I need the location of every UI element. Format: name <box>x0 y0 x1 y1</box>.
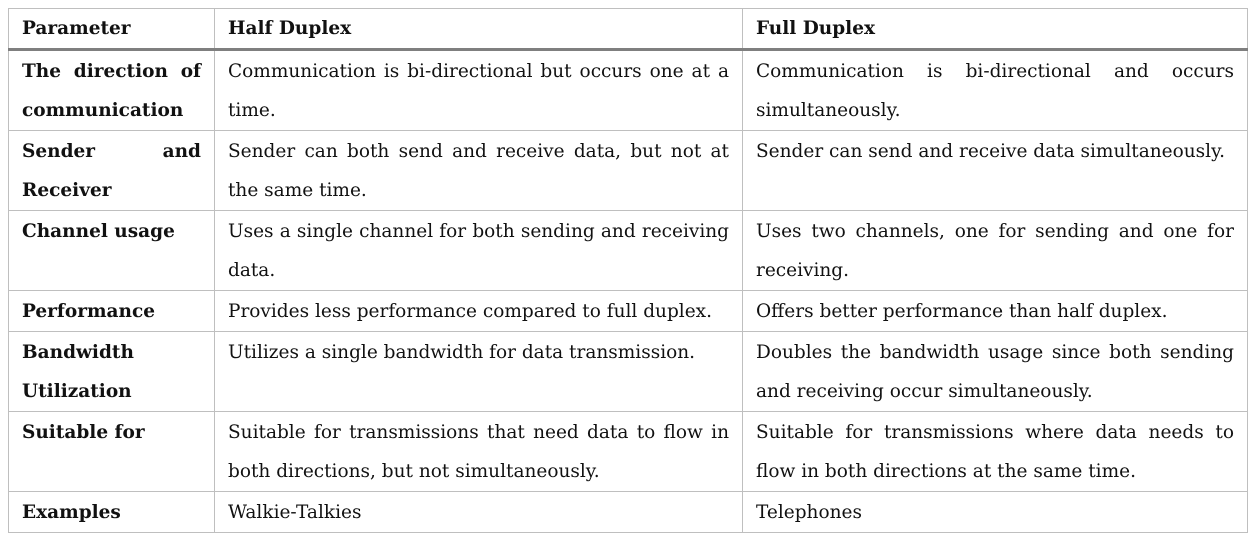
table-row: Examples Walkie-Talkies Telephones <box>8 491 1248 533</box>
row-half-duplex: Walkie-Talkies <box>214 491 743 533</box>
row-half-duplex: Communication is bi-directional but occu… <box>214 49 743 131</box>
table-row: Sender and Receiver Sender can both send… <box>8 130 1248 211</box>
row-parameter: Examples <box>8 491 215 533</box>
row-parameter: The direction of communication <box>8 49 215 131</box>
row-full-duplex: Communication is bi-directional and occu… <box>742 49 1248 131</box>
table-body: The direction of communication Communica… <box>8 49 1248 533</box>
table-header: Parameter Half Duplex Full Duplex <box>8 8 1248 51</box>
table-row: Channel usage Uses a single channel for … <box>8 210 1248 291</box>
row-parameter: Sender and Receiver <box>8 130 215 211</box>
row-full-duplex: Offers better performance than half dupl… <box>742 290 1248 332</box>
header-row: Parameter Half Duplex Full Duplex <box>8 8 1248 51</box>
row-full-duplex: Suitable for transmissions where data ne… <box>742 411 1248 492</box>
row-half-duplex: Suitable for transmissions that need dat… <box>214 411 743 492</box>
row-half-duplex: Provides less performance compared to fu… <box>214 290 743 332</box>
table-row: Performance Provides less performance co… <box>8 290 1248 332</box>
header-full-duplex: Full Duplex <box>742 8 1248 51</box>
table-row: Suitable for Suitable for transmissions … <box>8 411 1248 492</box>
row-parameter: Bandwidth Utilization <box>8 331 215 412</box>
comparison-table-wrapper: Parameter Half Duplex Full Duplex The di… <box>8 8 1248 533</box>
row-parameter: Channel usage <box>8 210 215 291</box>
row-full-duplex: Telephones <box>742 491 1248 533</box>
header-parameter: Parameter <box>8 8 215 51</box>
table-row: Bandwidth Utilization Utilizes a single … <box>8 331 1248 412</box>
row-parameter: Suitable for <box>8 411 215 492</box>
row-full-duplex: Sender can send and receive data simulta… <box>742 130 1248 211</box>
row-half-duplex: Utilizes a single bandwidth for data tra… <box>214 331 743 412</box>
row-parameter: Performance <box>8 290 215 332</box>
row-half-duplex: Sender can both send and receive data, b… <box>214 130 743 211</box>
table-row: The direction of communication Communica… <box>8 49 1248 131</box>
row-full-duplex: Doubles the bandwidth usage since both s… <box>742 331 1248 412</box>
header-half-duplex: Half Duplex <box>214 8 743 51</box>
duplex-comparison-table: Parameter Half Duplex Full Duplex The di… <box>8 8 1248 533</box>
row-half-duplex: Uses a single channel for both sending a… <box>214 210 743 291</box>
row-full-duplex: Uses two channels, one for sending and o… <box>742 210 1248 291</box>
